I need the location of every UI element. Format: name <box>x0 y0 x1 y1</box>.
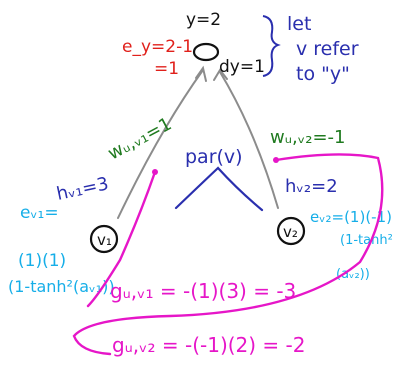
caret-mark <box>174 166 264 212</box>
edge-v1-to-y <box>117 69 204 219</box>
h-v1: hᵥ₁=3 <box>55 173 111 204</box>
node-v1-label: v₁ <box>97 231 112 249</box>
node-v1-circle <box>89 224 119 254</box>
connector-g2 <box>72 153 384 356</box>
let-line2: v refer <box>296 38 359 60</box>
parent-note: par(v) <box>174 146 264 212</box>
e-v1-line2: (1)(1) <box>18 251 66 271</box>
node-v2-label: v₂ <box>283 223 298 241</box>
node-y: y=2 dy=1 <box>186 10 265 77</box>
arrowhead-v1-y <box>195 65 207 82</box>
arrowhead-v2-y <box>213 68 228 81</box>
gradient-v2: gᵤ,ᵥ₂ = -(-1)(2) = -2 <box>112 333 306 357</box>
node-v2: v₂ <box>276 216 306 246</box>
par-label: par(v) <box>185 146 243 168</box>
let-line3: to "y" <box>296 63 350 85</box>
e-v1-line1: eᵥ₁= <box>20 203 59 223</box>
error-v1-note: eᵥ₁= (1)(1) (1-tanh²(aᵥ₁)) <box>8 203 115 296</box>
node-y-label: y=2 <box>186 10 221 30</box>
e-y-line1: e_y=2-1 <box>122 37 193 57</box>
node-v2-circle <box>276 216 306 246</box>
weight-v2: wᵤ,ᵥ₂=-1 <box>270 127 345 148</box>
gradient-v1: gᵤ,ᵥ₁ = -(1)(3) = -3 <box>110 279 296 303</box>
e-v2-line3: (aᵥ₂)) <box>336 267 370 282</box>
gradient-notes: gᵤ,ᵥ₁ = -(1)(3) = -3 gᵤ,ᵥ₂ = -(-1)(2) = … <box>72 153 384 357</box>
node-v1: v₁ <box>89 224 119 254</box>
connector-g1 <box>86 170 157 308</box>
e-v1-line3: (1-tanh²(aᵥ₁)) <box>8 277 115 296</box>
e-v2-line1: eᵥ₂=(1)(-1) <box>310 208 392 226</box>
error-y-note: e_y=2-1 =1 <box>122 37 193 79</box>
graph-edges <box>117 65 279 219</box>
edge-v2-to-y <box>219 71 279 209</box>
brace-icon <box>262 15 281 77</box>
let-line1: let <box>287 13 311 35</box>
connector-g1-dot <box>152 169 158 175</box>
node-y-circle <box>192 42 220 62</box>
e-y-line2: =1 <box>154 59 179 79</box>
error-v2-note: eᵥ₂=(1)(-1) (1-tanh² (aᵥ₂)) <box>310 208 393 282</box>
e-v2-line2: (1-tanh² <box>340 233 393 248</box>
h-v2: hᵥ₂=2 <box>285 176 338 197</box>
weight-v1: wᵤ,ᵥ₁=1 <box>104 113 175 164</box>
dy-label: dy=1 <box>219 57 265 77</box>
connector-g2-dot <box>273 157 279 163</box>
let-note: let v refer to "y" <box>262 13 359 85</box>
hidden-values: hᵥ₁=3 hᵥ₂=2 <box>55 173 338 204</box>
